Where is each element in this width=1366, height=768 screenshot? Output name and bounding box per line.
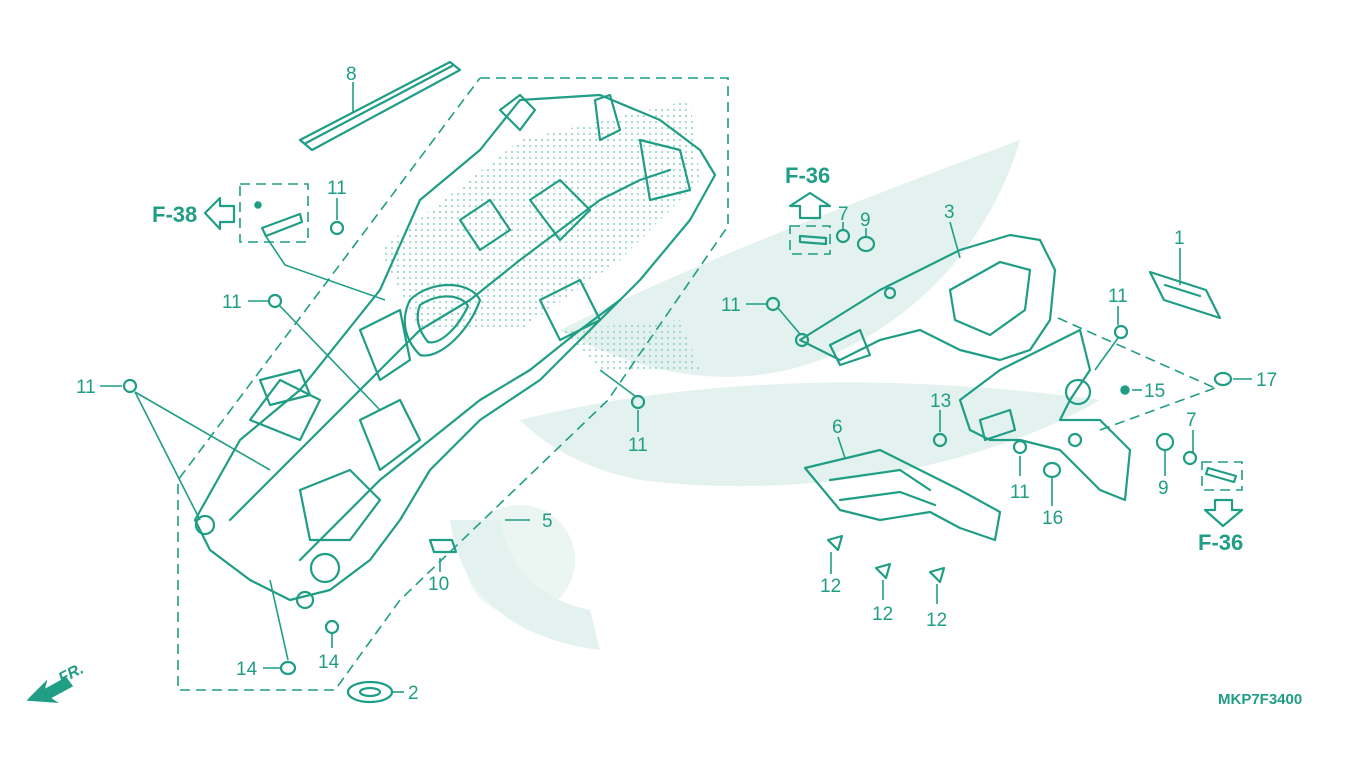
ref-f38-arrow: [203, 196, 236, 231]
part-3-fender-cover: [794, 233, 1057, 367]
part-2-ring: [346, 680, 394, 704]
callout-13: 13: [930, 391, 951, 412]
callout-16: 16: [1042, 508, 1063, 529]
leader-lines-left: [100, 82, 639, 693]
diagram-code: MKP7F3400: [1218, 691, 1302, 708]
part-f38-bracket: [254, 201, 304, 238]
callout-6: 6: [832, 417, 843, 438]
callout-11-g: 11: [1010, 482, 1030, 503]
callout-1: 1: [1174, 228, 1185, 249]
callout-12-a: 12: [820, 576, 841, 597]
callout-2: 2: [408, 683, 419, 704]
callout-11-d: 11: [628, 435, 648, 456]
callout-11-f: 11: [1108, 286, 1128, 307]
bolt-7-frame-bottom: [1201, 461, 1243, 491]
callout-7-a: 7: [838, 204, 849, 225]
group-frame-fender: [177, 77, 729, 691]
ref-f38-label: F-38: [152, 202, 197, 227]
callout-9-a: 9: [860, 210, 871, 231]
callout-17: 17: [1256, 370, 1277, 391]
part-6-under-cover: [803, 448, 1002, 542]
bolt-11-b: [267, 293, 283, 309]
leader-lines-right: [746, 221, 1252, 604]
grommet-14-b: [324, 619, 340, 635]
callout-7-b: 7: [1186, 410, 1197, 431]
callout-labels: 8 11 11 11 11 5 10 14 14 2 7 9 3 1 11 11…: [76, 64, 1277, 704]
ref-f36-bottom-arrow: [1203, 498, 1244, 528]
callout-14-a: 14: [236, 659, 258, 680]
callout-10: 10: [428, 574, 449, 595]
bolt-7-frame-top: [789, 225, 831, 255]
grommet-14-a: [279, 660, 297, 676]
ref-f36-top-arrow: [788, 191, 832, 220]
stipple-shading: [380, 100, 700, 370]
part-10-clip: [428, 538, 458, 554]
callout-12-b: 12: [872, 604, 893, 625]
part-5-inner-fender: [193, 93, 717, 610]
callout-8: 8: [346, 64, 357, 85]
callout-5: 5: [542, 511, 553, 532]
bolt-11-c: [122, 378, 138, 394]
f38-detail-frame: [239, 183, 309, 243]
fasteners-right: [765, 228, 1238, 584]
callout-12-c: 12: [926, 610, 947, 631]
reference-labels: F-38 F-36 F-36: [152, 163, 1243, 555]
guide-line-a: [1057, 317, 1216, 389]
callout-9-b: 9: [1158, 478, 1169, 499]
part-1-reflector: [1148, 270, 1222, 320]
part-8-strip: [298, 60, 462, 152]
bolt-11-d: [630, 394, 646, 410]
ref-f36-bottom-label: F-36: [1198, 530, 1243, 555]
callout-11-c: 11: [76, 377, 96, 398]
callout-3: 3: [944, 202, 955, 223]
callout-11-b: 11: [222, 292, 242, 313]
front-direction-arrow: [26, 677, 74, 703]
callout-15: 15: [1144, 381, 1165, 402]
callout-11-e: 11: [721, 295, 741, 316]
guide-line-b: [1099, 387, 1216, 431]
ref-f36-top-label: F-36: [785, 163, 830, 188]
callout-11-a: 11: [327, 178, 347, 199]
license-bracket: [958, 328, 1132, 502]
bolt-11-a: [329, 220, 345, 236]
watermark-logo: [450, 140, 1100, 650]
callout-14-b: 14: [318, 652, 340, 673]
